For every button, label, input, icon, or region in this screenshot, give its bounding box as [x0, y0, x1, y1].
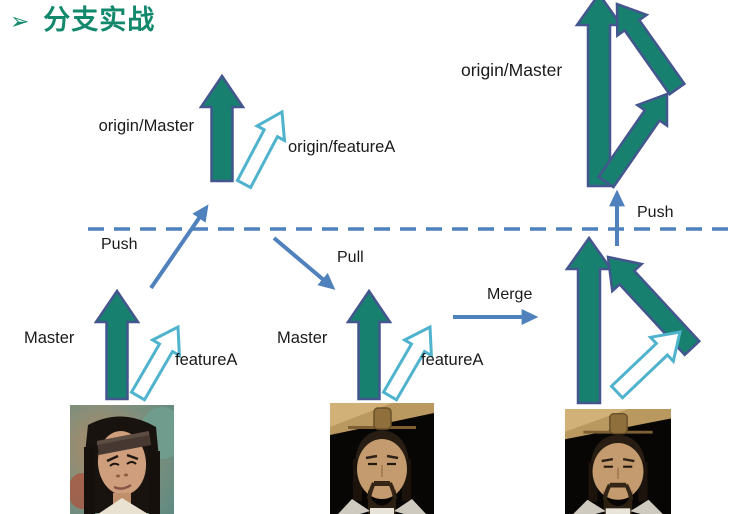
- local-middle-master-arrow: [345, 288, 393, 401]
- label-push-right: Push: [637, 204, 674, 221]
- photo-crowned-man-right: [565, 409, 671, 514]
- remote-right-branch-merge-arrow: [615, 2, 687, 96]
- local-left-master-arrow: [93, 288, 141, 401]
- local-left-feature-arrow: [129, 324, 182, 402]
- label-origin-featurea-left: origin/featureA: [288, 138, 396, 156]
- local-right-master-arrow: [564, 235, 614, 405]
- pull-arrow: [272, 236, 336, 290]
- arrow-bullet-icon: ➢: [10, 8, 30, 34]
- remote-right-branch-up-arrow: [596, 92, 669, 189]
- photo-crowned-man-left: [330, 403, 434, 514]
- photo-developer-young-man: [70, 405, 174, 514]
- remote-left-master-arrow: [198, 73, 246, 183]
- local-right-merged-branch-arrow: [606, 255, 702, 357]
- label-pull: Pull: [337, 249, 364, 266]
- remote-left-feature-arrow: [235, 109, 287, 190]
- label-push-left: Push: [101, 236, 138, 253]
- push-left-arrow: [149, 204, 209, 290]
- label-featurea-left: featureA: [175, 351, 238, 369]
- label-featurea-middle: featureA: [421, 351, 484, 369]
- label-master-left: Master: [24, 329, 75, 347]
- label-origin-master-left: origin/Master: [98, 117, 194, 135]
- label-origin-master-right: origin/Master: [461, 60, 563, 80]
- local-middle-feature-arrow: [381, 324, 434, 402]
- label-master-middle: Master: [277, 329, 328, 347]
- label-merge: Merge: [487, 286, 533, 303]
- page-title: 分支实战: [43, 5, 156, 35]
- local-right-feature-arrow: [609, 330, 682, 400]
- title-row: ➢ 分支实战: [10, 5, 156, 36]
